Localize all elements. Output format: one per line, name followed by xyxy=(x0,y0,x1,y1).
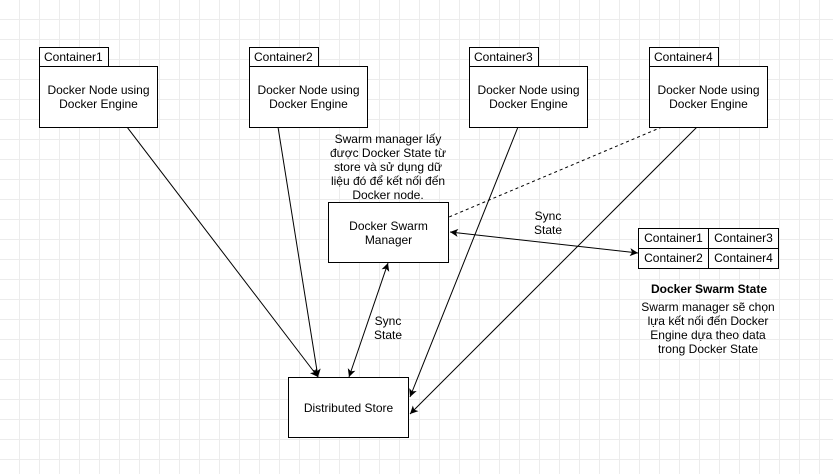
state-description: Swarm manager sẽ chọn lựa kết nối đến Do… xyxy=(641,300,775,356)
container1-label: Docker Node using Docker Engine xyxy=(47,83,150,111)
container4-label: Docker Node using Docker Engine xyxy=(657,83,760,111)
manager-note: Swarm manager lấy được Docker State từ s… xyxy=(330,132,446,202)
edge-container4-to-manager-dashed xyxy=(448,126,663,218)
state-cell-r1c2: Container3 xyxy=(708,228,779,249)
distributed-store-node: Distributed Store xyxy=(288,377,409,438)
state-cell-r2c2: Container4 xyxy=(708,248,779,269)
container1-node: Docker Node using Docker Engine xyxy=(39,66,158,128)
sync-state-label-bottom: Sync State xyxy=(373,314,403,342)
state-cell-r2c1: Container2 xyxy=(638,248,709,269)
container3-node: Docker Node using Docker Engine xyxy=(469,66,588,128)
state-cell-r1c1: Container1 xyxy=(638,228,709,249)
state-title: Docker Swarm State xyxy=(650,282,768,296)
container2-node: Docker Node using Docker Engine xyxy=(249,66,368,128)
container3-tab: Container3 xyxy=(469,47,539,67)
container2-tab: Container2 xyxy=(249,47,319,67)
edge-container1-to-store xyxy=(126,126,319,378)
swarm-manager-node: Docker Swarm Manager xyxy=(328,202,449,263)
swarm-manager-label: Docker Swarm Manager xyxy=(349,218,428,247)
sync-state-label-right: Sync State xyxy=(533,209,563,237)
distributed-store-label: Distributed Store xyxy=(303,400,394,415)
edge-store-manager-sync xyxy=(347,262,390,378)
container3-label: Docker Node using Docker Engine xyxy=(477,83,580,111)
edge-container2-to-store xyxy=(277,126,321,378)
container2-label: Docker Node using Docker Engine xyxy=(257,83,360,111)
container4-node: Docker Node using Docker Engine xyxy=(649,66,768,128)
edge-manager-state-sync xyxy=(449,228,639,257)
edge-container3-to-store xyxy=(409,126,519,398)
edge-container4-to-store xyxy=(409,126,698,415)
container1-tab: Container1 xyxy=(39,47,109,67)
container4-tab: Container4 xyxy=(649,47,719,67)
